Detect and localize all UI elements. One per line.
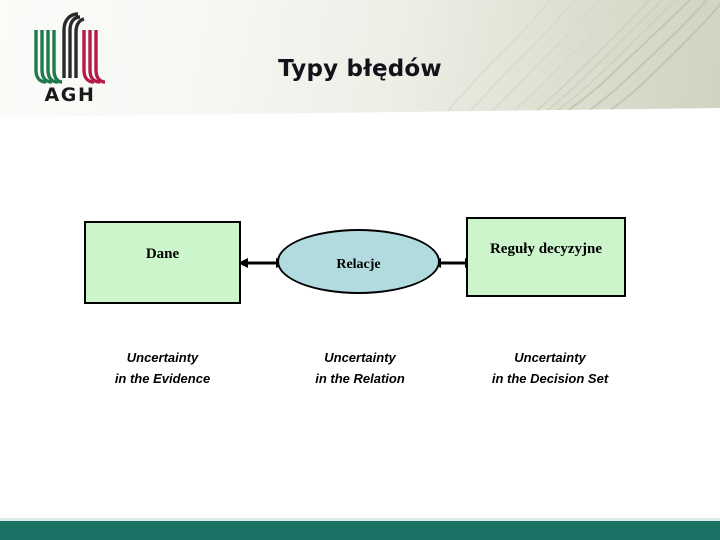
- agh-logo: AGH: [34, 12, 106, 104]
- caption-uncertainty-evidence: Uncertainty in the Evidence: [114, 350, 211, 387]
- footer-bar: [0, 521, 720, 540]
- footer-hairline: [0, 518, 720, 521]
- node-relacje-label: Relacje: [336, 256, 381, 272]
- page-title: Typy błędów: [278, 56, 442, 82]
- node-reguly-decyzyjne-label: Reguły decyzyjne: [489, 240, 603, 257]
- node-reguly-decyzyjne[interactable]: Reguły decyzyjne: [466, 217, 626, 297]
- caption-uncertainty-relation: Uncertainty in the Relation: [315, 350, 405, 387]
- header-swoosh-decoration: [445, 0, 720, 117]
- node-relacje[interactable]: Relacje: [277, 229, 440, 294]
- node-dane-label: Dane: [145, 246, 180, 263]
- logo-wordmark: AGH: [44, 84, 95, 104]
- node-dane[interactable]: Dane: [84, 221, 241, 304]
- logo-crimson-stripes: [82, 30, 106, 84]
- logo-black-stripes: [62, 12, 85, 78]
- logo-green-stripes: [34, 30, 63, 84]
- slide-header-band: [0, 0, 720, 117]
- caption-uncertainty-decision-set: Uncertainty in the Decision Set: [491, 350, 609, 387]
